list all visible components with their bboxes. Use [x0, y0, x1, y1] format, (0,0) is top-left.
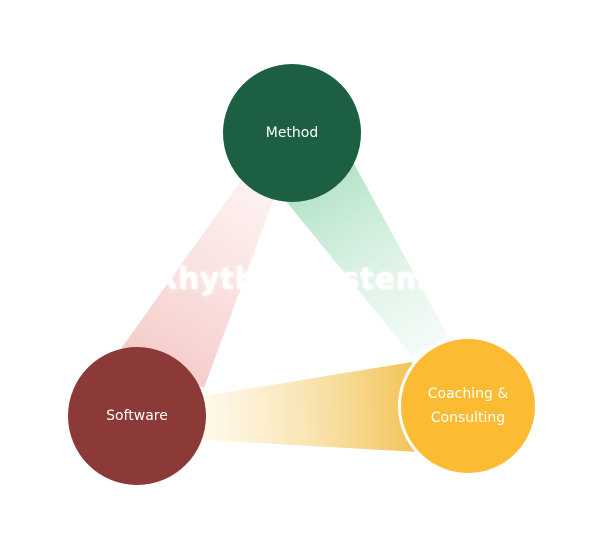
node-method-label: Method	[265, 125, 319, 141]
node-coaching-consulting: Coaching & Consulting	[398, 336, 538, 476]
diagram-center-title: Rhythm Systems	[154, 262, 446, 297]
connector-method-software	[120, 182, 275, 388]
node-software-label: Software	[106, 408, 168, 424]
node-software: Software	[68, 347, 206, 485]
connector-method-coaching	[285, 160, 448, 356]
node-coaching-label: Coaching & Consulting	[427, 386, 509, 426]
connector-software-coaching	[204, 362, 418, 452]
node-method: Method	[223, 64, 361, 202]
